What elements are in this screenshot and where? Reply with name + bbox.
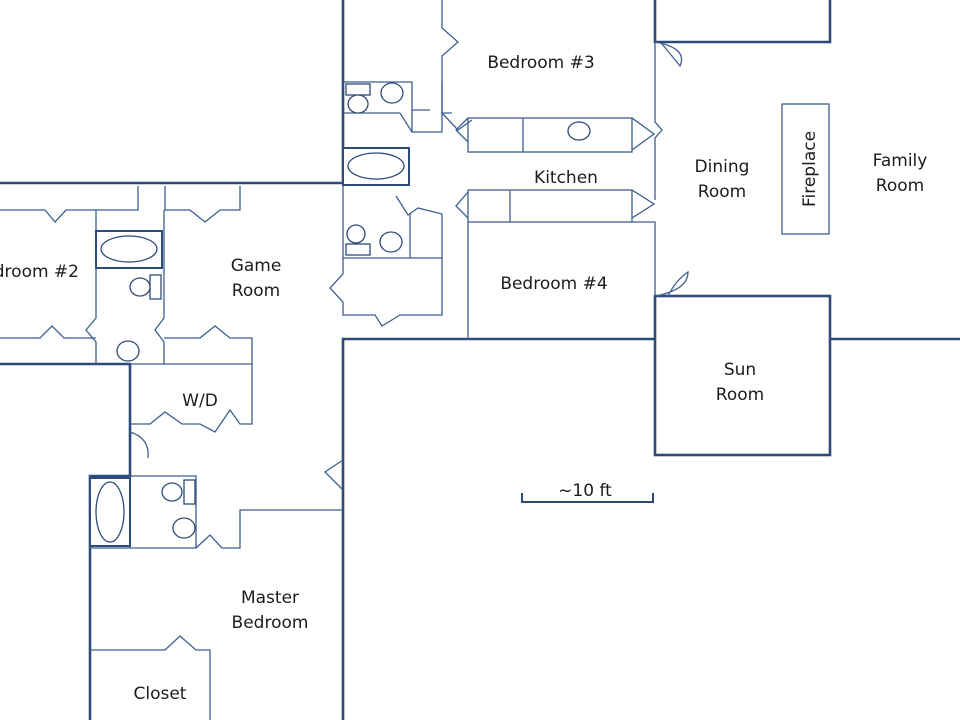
toilet-tank <box>183 479 196 505</box>
label-fireplace: Fireplace <box>800 131 820 207</box>
sink-basin <box>172 517 196 539</box>
toilet-tank <box>345 243 371 256</box>
toilet-tank <box>345 83 371 96</box>
toilet-bowl <box>161 482 183 502</box>
room-label-master: Bedroom <box>232 613 309 633</box>
interior-walls <box>0 0 689 720</box>
room-label-bedroom-4: Bedroom #4 <box>500 274 607 294</box>
bathtub-basin <box>95 481 125 543</box>
room-label-sun: Sun <box>724 360 756 380</box>
room-label-kitchen: Kitchen <box>534 168 598 188</box>
toilet-bowl <box>346 224 366 244</box>
room-label-bedroom-2: Bedroom #2 <box>0 262 79 282</box>
room-label-master: Master <box>241 588 299 608</box>
fixtures <box>89 82 830 547</box>
sink-basin <box>380 82 404 104</box>
room-label-closet: Closet <box>134 684 187 704</box>
room-label-sun: Room <box>716 385 764 405</box>
room-label-wd: W/D <box>182 391 218 411</box>
toilet-tank <box>149 274 162 300</box>
bathtub-basin <box>100 235 158 263</box>
toilet-bowl <box>129 277 151 297</box>
sink-basin <box>379 231 403 253</box>
kitchen-sink <box>567 121 591 141</box>
room-labels: Bedroom #3 Kitchen Dining Room Fireplace… <box>0 53 927 704</box>
scale-label: ~10 ft <box>558 481 612 501</box>
room-label-game: Room <box>232 281 280 301</box>
room-label-game: Game <box>231 256 282 276</box>
room-label-bedroom-3: Bedroom #3 <box>487 53 594 73</box>
room-label-dining: Room <box>698 182 746 202</box>
room-label-dining: Dining <box>695 157 750 177</box>
fireplace-box <box>781 103 830 235</box>
room-label-family: Room <box>876 176 924 196</box>
scale-bar: ~10 ft <box>521 481 654 503</box>
sink-basin <box>116 340 140 362</box>
room-label-family: Family <box>873 151 928 171</box>
toilet-bowl <box>347 94 369 114</box>
bathtub-basin <box>347 152 405 180</box>
